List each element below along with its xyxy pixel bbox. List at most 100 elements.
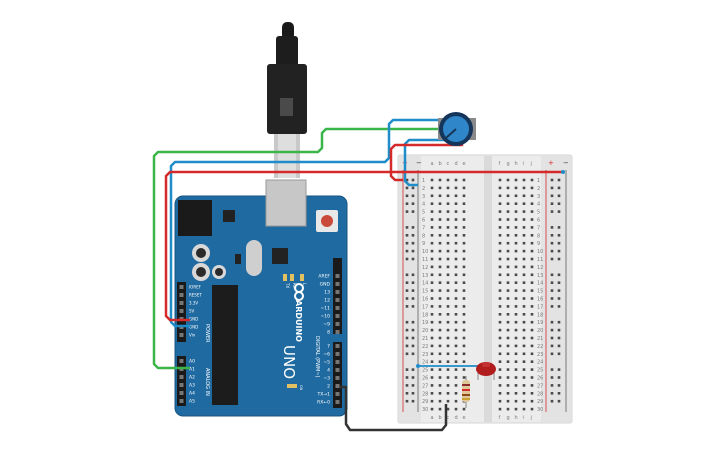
header-pin[interactable] bbox=[179, 333, 184, 337]
header-pin[interactable] bbox=[179, 309, 184, 313]
breadboard-hole[interactable] bbox=[454, 344, 458, 348]
rail-hole[interactable] bbox=[557, 297, 561, 300]
breadboard-hole[interactable] bbox=[514, 328, 518, 332]
breadboard-hole[interactable] bbox=[438, 249, 442, 253]
breadboard-hole[interactable] bbox=[522, 368, 526, 371]
breadboard-hole[interactable] bbox=[438, 328, 442, 332]
rail-hole[interactable] bbox=[557, 241, 561, 245]
breadboard-hole[interactable] bbox=[454, 178, 458, 182]
breadboard-hole[interactable] bbox=[506, 178, 510, 182]
header-pin[interactable] bbox=[335, 360, 340, 364]
breadboard-hole[interactable] bbox=[430, 376, 434, 379]
breadboard-hole[interactable] bbox=[454, 265, 458, 269]
breadboard-hole[interactable] bbox=[530, 384, 534, 387]
breadboard-hole[interactable] bbox=[446, 407, 450, 411]
breadboard-hole[interactable] bbox=[454, 257, 458, 261]
header-pin[interactable] bbox=[335, 376, 340, 380]
breadboard-hole[interactable] bbox=[498, 218, 502, 221]
rail-hole[interactable] bbox=[550, 241, 554, 245]
rail-hole[interactable] bbox=[550, 297, 554, 300]
breadboard-hole[interactable] bbox=[438, 399, 442, 403]
rail-hole[interactable] bbox=[405, 384, 409, 387]
breadboard-hole[interactable] bbox=[446, 384, 450, 387]
breadboard-hole[interactable] bbox=[430, 178, 434, 182]
breadboard-hole[interactable] bbox=[530, 194, 534, 198]
rail-hole[interactable] bbox=[411, 281, 415, 284]
rail-hole[interactable] bbox=[557, 328, 561, 332]
rail-hole[interactable] bbox=[405, 226, 409, 229]
breadboard-hole[interactable] bbox=[530, 210, 534, 213]
breadboard-hole[interactable] bbox=[506, 273, 510, 277]
header-pin[interactable] bbox=[335, 384, 340, 388]
breadboard-hole[interactable] bbox=[430, 399, 434, 403]
breadboard-hole[interactable] bbox=[530, 336, 534, 340]
breadboard-hole[interactable] bbox=[430, 352, 434, 356]
breadboard-hole[interactable] bbox=[506, 241, 510, 245]
rail-hole[interactable] bbox=[405, 297, 409, 300]
breadboard-hole[interactable] bbox=[498, 328, 502, 332]
breadboard-hole[interactable] bbox=[514, 384, 518, 387]
breadboard-hole[interactable] bbox=[462, 273, 466, 277]
breadboard-hole[interactable] bbox=[454, 320, 458, 324]
breadboard-hole[interactable] bbox=[454, 328, 458, 332]
header-pin[interactable] bbox=[335, 322, 340, 326]
breadboard-hole[interactable] bbox=[430, 297, 434, 300]
breadboard-hole[interactable] bbox=[522, 226, 526, 229]
rail-hole[interactable] bbox=[550, 249, 554, 253]
breadboard-hole[interactable] bbox=[446, 399, 450, 403]
breadboard-hole[interactable] bbox=[446, 249, 450, 253]
breadboard-hole[interactable] bbox=[522, 218, 526, 221]
breadboard-hole[interactable] bbox=[530, 257, 534, 261]
breadboard-hole[interactable] bbox=[522, 376, 526, 379]
breadboard-hole[interactable] bbox=[498, 352, 502, 356]
breadboard-hole[interactable] bbox=[522, 186, 526, 190]
rail-hole[interactable] bbox=[411, 186, 415, 190]
breadboard-hole[interactable] bbox=[514, 368, 518, 371]
breadboard-hole[interactable] bbox=[530, 352, 534, 356]
rail-hole[interactable] bbox=[550, 194, 554, 198]
breadboard-hole[interactable] bbox=[462, 305, 466, 308]
breadboard-hole[interactable] bbox=[506, 320, 510, 324]
breadboard-hole[interactable] bbox=[498, 241, 502, 245]
rail-hole[interactable] bbox=[557, 320, 561, 324]
breadboard-hole[interactable] bbox=[454, 281, 458, 284]
breadboard-hole[interactable] bbox=[438, 297, 442, 300]
breadboard-hole[interactable] bbox=[522, 352, 526, 356]
breadboard-hole[interactable] bbox=[438, 313, 442, 316]
breadboard-hole[interactable] bbox=[506, 368, 510, 371]
breadboard-hole[interactable] bbox=[462, 352, 466, 356]
breadboard-hole[interactable] bbox=[530, 313, 534, 316]
rail-hole[interactable] bbox=[411, 352, 415, 356]
breadboard-hole[interactable] bbox=[446, 257, 450, 261]
rail-hole[interactable] bbox=[405, 336, 409, 340]
breadboard-hole[interactable] bbox=[506, 186, 510, 190]
breadboard-hole[interactable] bbox=[446, 328, 450, 332]
breadboard-hole[interactable] bbox=[514, 226, 518, 229]
rail-hole[interactable] bbox=[557, 376, 561, 379]
breadboard-hole[interactable] bbox=[430, 265, 434, 269]
rail-hole[interactable] bbox=[557, 368, 561, 371]
breadboard-hole[interactable] bbox=[498, 399, 502, 403]
breadboard-hole[interactable] bbox=[438, 376, 442, 379]
rail-hole[interactable] bbox=[557, 399, 561, 403]
breadboard-hole[interactable] bbox=[454, 226, 458, 229]
breadboard-hole[interactable] bbox=[522, 257, 526, 261]
header-pin[interactable] bbox=[179, 391, 184, 395]
breadboard-hole[interactable] bbox=[438, 273, 442, 277]
rail-hole[interactable] bbox=[411, 249, 415, 253]
rail-hole[interactable] bbox=[557, 336, 561, 340]
breadboard-hole[interactable] bbox=[506, 297, 510, 300]
rail-hole[interactable] bbox=[550, 399, 554, 403]
breadboard-hole[interactable] bbox=[438, 218, 442, 221]
breadboard-hole[interactable] bbox=[454, 360, 458, 363]
breadboard-hole[interactable] bbox=[454, 249, 458, 253]
rail-hole[interactable] bbox=[557, 384, 561, 387]
breadboard-hole[interactable] bbox=[506, 399, 510, 403]
breadboard-hole[interactable] bbox=[462, 210, 466, 213]
breadboard-hole[interactable] bbox=[522, 407, 526, 411]
header-pin[interactable] bbox=[335, 306, 340, 310]
breadboard-hole[interactable] bbox=[530, 392, 534, 395]
breadboard-hole[interactable] bbox=[462, 249, 466, 253]
breadboard-hole[interactable] bbox=[454, 234, 458, 237]
breadboard-hole[interactable] bbox=[430, 328, 434, 332]
